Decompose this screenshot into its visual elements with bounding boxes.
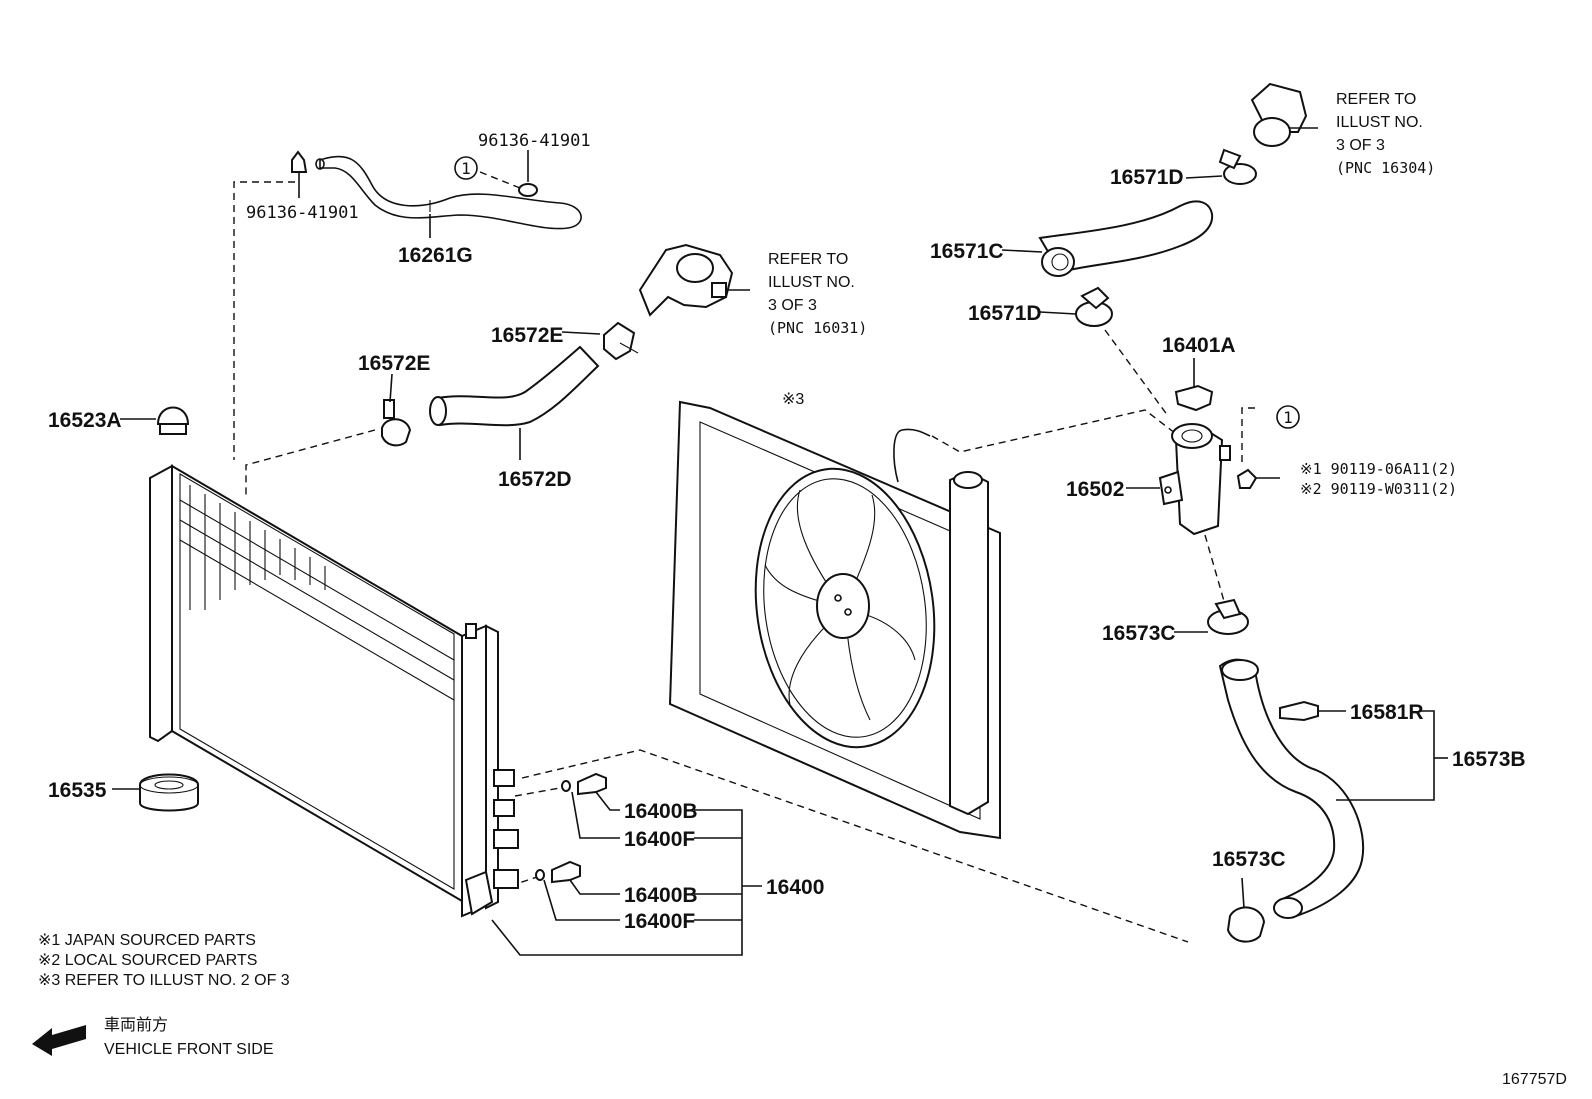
drain-plug-16400b-upper — [561, 772, 607, 796]
front-label-en: VEHICLE FRONT SIDE — [104, 1041, 274, 1058]
label-16572d: 16572D — [498, 468, 572, 491]
hose-16571c — [1038, 200, 1214, 277]
engine-outlet-housing — [1250, 82, 1318, 147]
label-16400f-lower: 16400F — [624, 910, 695, 933]
clamp-96136-left — [291, 150, 308, 198]
svg-text:3 OF 3: 3 OF 3 — [1336, 137, 1385, 154]
bolt-90119 — [1236, 468, 1280, 489]
label-16400b-lower: 16400B — [624, 884, 698, 907]
label-16400f-upper: 16400F — [624, 828, 695, 851]
label-16573c-lower: 16573C — [1212, 848, 1286, 871]
clamp-16571d-upper — [1218, 148, 1257, 185]
hose-16261g — [315, 155, 582, 230]
label-16571d-lower: 16571D — [968, 302, 1042, 325]
diagram-id: 167757D — [1502, 1071, 1567, 1088]
svg-text:ILLUST NO.: ILLUST NO. — [1336, 114, 1423, 131]
label-16571c: 16571C — [930, 240, 1004, 263]
footnote-2: ※2 LOCAL SOURCED PARTS — [38, 952, 257, 969]
hose-16572d — [429, 345, 600, 427]
cap-16401a — [1174, 384, 1214, 412]
label-bolt-japan: ※1 90119-06A11(2) — [1300, 460, 1457, 478]
radiator-assembly — [149, 464, 519, 918]
label-16523a: 16523A — [48, 409, 122, 432]
label-16261g: 16261G — [398, 244, 473, 267]
front-label-jp: 車両前方 — [104, 1016, 168, 1034]
label-16572e-left: 16572E — [358, 352, 430, 375]
part-labels: 96136-41901 96136-41901 16261G 16572E 16… — [48, 131, 1526, 933]
svg-text:1: 1 — [461, 159, 471, 178]
label-16401a: 16401A — [1162, 334, 1236, 357]
clamp-16571d-lower — [1075, 286, 1113, 327]
callout-circle-1-left: 1 — [454, 156, 478, 180]
svg-text:3 OF 3: 3 OF 3 — [768, 297, 817, 314]
footnote-3: ※3 REFER TO ILLUST NO. 2 OF 3 — [38, 972, 290, 989]
label-16502: 16502 — [1066, 478, 1124, 501]
label-16572e-upper: 16572E — [491, 324, 563, 347]
label-bolt-local: ※2 90119-W0311(2) — [1300, 480, 1457, 498]
label-16400: 16400 — [766, 876, 824, 899]
assembly-dashed-lines — [233, 171, 1255, 943]
clamp-96136-top — [518, 150, 538, 197]
label-16573c-upper: 16573C — [1102, 622, 1176, 645]
radiator-cap-16523a — [156, 406, 190, 435]
callout-circle-1-right: 1 — [1276, 405, 1300, 429]
clamp-16572e-left — [381, 399, 412, 447]
hose-16573b — [1218, 658, 1365, 919]
label-96136-top: 96136-41901 — [478, 131, 591, 151]
drain-plug-16400b-lower — [535, 860, 581, 884]
water-pump-housing — [638, 243, 750, 317]
svg-text:ILLUST NO.: ILLUST NO. — [768, 274, 855, 291]
svg-text:REFER TO: REFER TO — [1336, 91, 1416, 108]
label-16571d-upper: 16571D — [1110, 166, 1184, 189]
label-96136-left: 96136-41901 — [246, 203, 359, 223]
refer-to-engine: REFER TO ILLUST NO. 3 OF 3 (PNC 16304) — [1336, 91, 1435, 177]
label-16581r: 16581R — [1350, 701, 1424, 724]
cushion-16535 — [139, 773, 199, 812]
fan-shroud-assembly — [668, 400, 1001, 840]
footnotes: ※1 JAPAN SOURCED PARTS ※2 LOCAL SOURCED … — [38, 932, 290, 989]
clamp-16573c-upper — [1207, 598, 1249, 635]
svg-text:1: 1 — [1283, 408, 1293, 427]
label-fan-note: ※3 — [782, 391, 804, 408]
clamp-16573c-lower — [1226, 906, 1266, 943]
front-arrow-icon — [32, 1025, 86, 1056]
clamp-16572e-upper — [603, 321, 639, 361]
leader-lines — [112, 175, 1448, 956]
sensor-16581r — [1279, 700, 1319, 722]
label-16400b-upper: 16400B — [624, 800, 698, 823]
svg-text:(PNC 16304): (PNC 16304) — [1336, 159, 1435, 177]
svg-text:(PNC 16031): (PNC 16031) — [768, 319, 867, 337]
water-outlet-16502 — [1158, 423, 1231, 536]
vehicle-front-indicator: 車両前方 VEHICLE FRONT SIDE — [32, 1016, 274, 1058]
svg-text:REFER TO: REFER TO — [768, 251, 848, 268]
footnote-1: ※1 JAPAN SOURCED PARTS — [38, 932, 256, 949]
label-16535: 16535 — [48, 779, 107, 802]
label-16573b: 16573B — [1452, 748, 1526, 771]
refer-to-pump: REFER TO ILLUST NO. 3 OF 3 (PNC 16031) — [768, 251, 867, 337]
